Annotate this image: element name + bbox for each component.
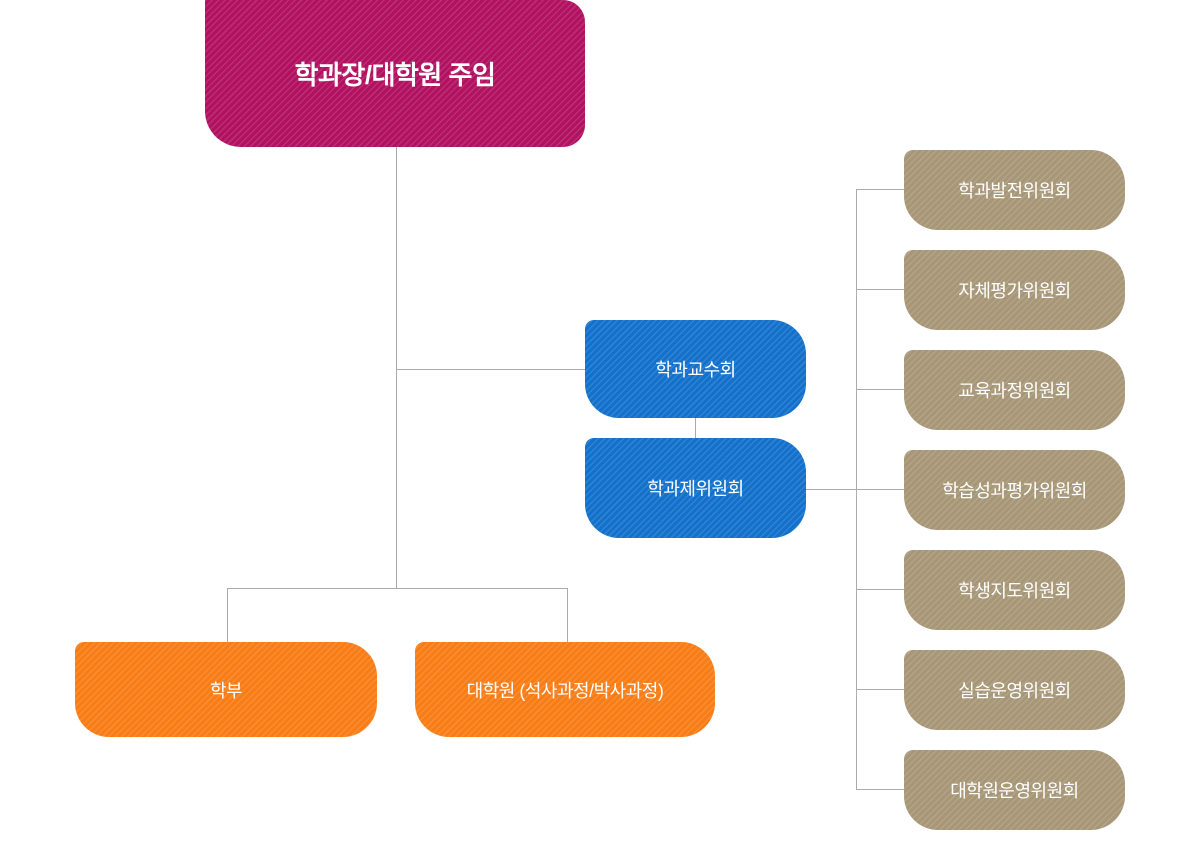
connector-committee-stub-7 xyxy=(856,789,904,790)
node-label: 대학원 (석사과정/박사과정) xyxy=(466,680,664,701)
node-label: 실습운영위원회 xyxy=(958,681,1071,701)
node-committee-development: 학과발전위원회 xyxy=(904,150,1125,230)
node-label: 학과제위원회 xyxy=(647,479,744,499)
node-faculty-council: 학과교수회 xyxy=(585,320,806,418)
node-label: 학과발전위원회 xyxy=(958,181,1071,201)
node-label: 교육과정위원회 xyxy=(958,381,1071,401)
node-department-head: 학과장/대학원 주임 xyxy=(205,0,585,147)
connector-graduate-drop xyxy=(567,588,568,642)
node-label: 대학원운영위원회 xyxy=(950,781,1079,801)
node-label: 자체평가위원회 xyxy=(958,281,1071,301)
connector-council-to-board xyxy=(695,418,696,438)
node-committee-curriculum: 교육과정위원회 xyxy=(904,350,1125,430)
node-label: 학습성과평가위원회 xyxy=(942,481,1087,501)
connector-undergraduate-drop xyxy=(227,588,228,642)
connector-root-vertical xyxy=(396,147,397,588)
connector-board-to-spine xyxy=(806,489,904,490)
connector-programs-horizontal xyxy=(227,588,568,589)
node-committee-practice-operation: 실습운영위원회 xyxy=(904,650,1125,730)
connector-committee-stub-3 xyxy=(856,389,904,390)
node-undergraduate: 학부 xyxy=(75,642,377,737)
node-label: 학과장/대학원 주임 xyxy=(294,60,496,90)
node-committee-graduate-operation: 대학원운영위원회 xyxy=(904,750,1125,830)
node-label: 학생지도위원회 xyxy=(958,581,1071,601)
connector-committee-stub-2 xyxy=(856,289,904,290)
node-label: 학과교수회 xyxy=(655,360,736,380)
node-committee-self-evaluation: 자체평가위원회 xyxy=(904,250,1125,330)
connector-committee-spine xyxy=(856,189,857,790)
node-label: 학부 xyxy=(209,680,243,701)
node-committee-learning-outcomes: 학습성과평가위원회 xyxy=(904,450,1125,530)
node-graduate: 대학원 (석사과정/박사과정) xyxy=(415,642,715,737)
node-committee-board: 학과제위원회 xyxy=(585,438,806,538)
node-committee-student-guidance: 학생지도위원회 xyxy=(904,550,1125,630)
connector-committee-stub-1 xyxy=(856,189,904,190)
connector-committee-stub-6 xyxy=(856,689,904,690)
connector-committee-stub-5 xyxy=(856,589,904,590)
connector-faculty-council xyxy=(396,369,585,370)
